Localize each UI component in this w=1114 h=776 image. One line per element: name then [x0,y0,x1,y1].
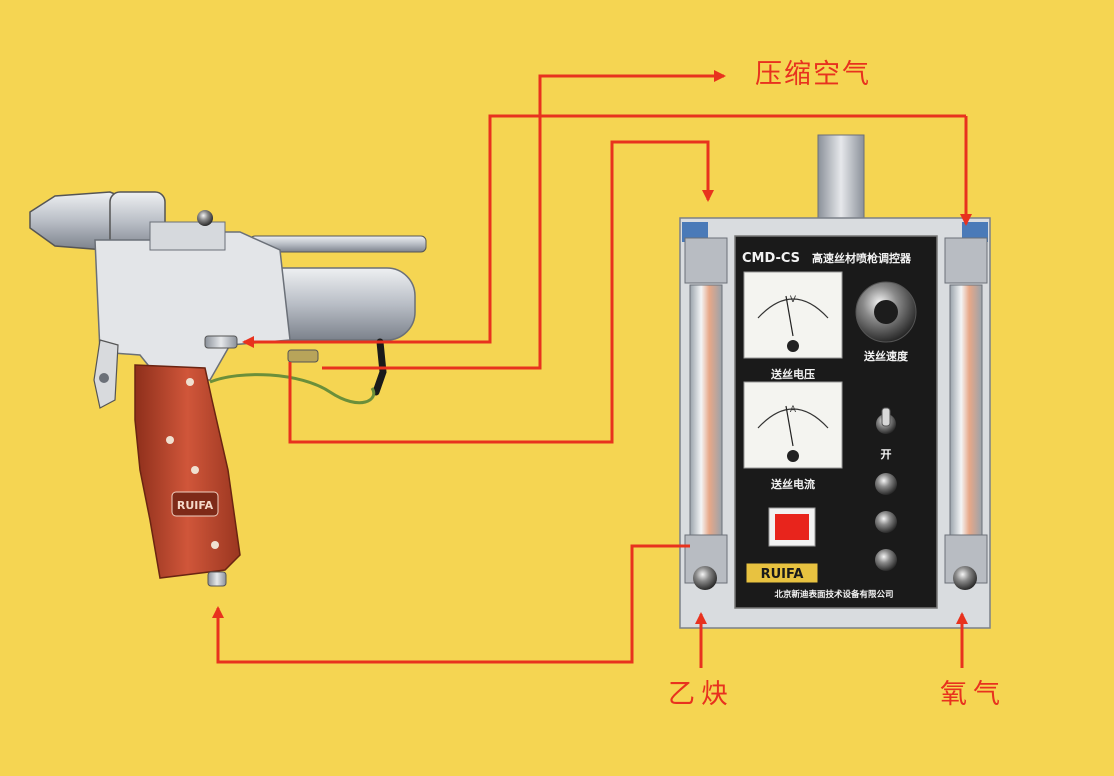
arrow-line-to-cabinet-left [288,140,714,444]
power-toggle-switch[interactable] [881,407,891,427]
arrow-oxygen-to-gun [242,114,966,348]
panel-company-name: 北京新迪表面技术设备有限公司 [774,589,893,600]
grip-screw-3 [191,466,199,474]
cabinet-left-blue-edge [682,222,708,242]
label-wire-current: 送丝电流 [770,477,815,491]
flowmeter-left-valve-knob[interactable] [693,566,717,590]
wire-speed-knob-center [874,300,898,324]
gun-top-screw [197,210,213,226]
ammeter-unit-label: A [790,405,797,415]
grip-screw-1 [186,378,194,386]
ammeter-scale-arc [757,408,829,429]
ammeter-needle [785,405,794,447]
cabinet-top-stack [817,134,865,226]
ammeter-zero-screw[interactable] [787,450,799,462]
label-wire-voltage: 送丝电压 [770,367,815,381]
gun-top-block [149,221,226,251]
voltmeter-scale-arc [757,298,829,319]
panel-logo-text: RUIFA [761,567,804,582]
grip-logo-plate [171,491,219,517]
gun-air-fitting [204,335,238,349]
label-compressed-air: 压缩空气 [755,59,871,90]
flowmeter-right-top [944,237,988,284]
panel-subtitle: 高速丝材喷枪调控器 [812,251,912,265]
flowmeter-right-valve-knob[interactable] [953,566,977,590]
panel-model-title: CMD-CS [742,251,800,266]
flowmeter-left-top [684,237,728,284]
voltmeter-unit-label: V [790,295,797,305]
grip-screw-2 [166,436,174,444]
label-wire-speed: 送丝速度 [863,349,909,363]
label-acetylene: 乙炔 [668,679,734,710]
grip-logo-text: RUIFA [177,499,214,512]
adjust-knob-2[interactable] [875,511,897,533]
gun-power-cable [372,338,387,396]
panel-logo-plate [745,562,819,584]
flowmeter-right-tube [949,284,983,536]
gun-acetylene-fitting [207,571,227,587]
gun-oxygen-fitting [287,349,319,363]
voltmeter-zero-screw[interactable] [787,340,799,352]
grip-screw-4 [211,541,219,549]
spray-gun: RUIFA [29,191,427,587]
gun-grip [134,364,241,579]
cabinet-right-blue-edge [962,222,988,242]
red-start-button[interactable] [775,514,809,540]
gun-body [94,231,291,381]
arrow-compressed-air [322,70,726,370]
adjust-knob-3[interactable] [875,549,897,571]
label-oxygen: 氧气 [940,679,1006,710]
control-cabinet: CMD-CS 高速丝材喷枪调控器 V 送丝电压 送丝速度 A 送丝电流 开 [679,134,991,629]
voltmeter-needle [785,295,794,337]
connection-lines [212,70,972,668]
label-switch-on: 开 [881,448,892,461]
gun-green-wire [209,373,376,405]
gun-lever-pin [99,373,109,383]
adjust-knob-1[interactable] [875,473,897,495]
flowmeter-left-tube [689,284,723,536]
arrow-acetylene-to-gun [212,544,690,664]
